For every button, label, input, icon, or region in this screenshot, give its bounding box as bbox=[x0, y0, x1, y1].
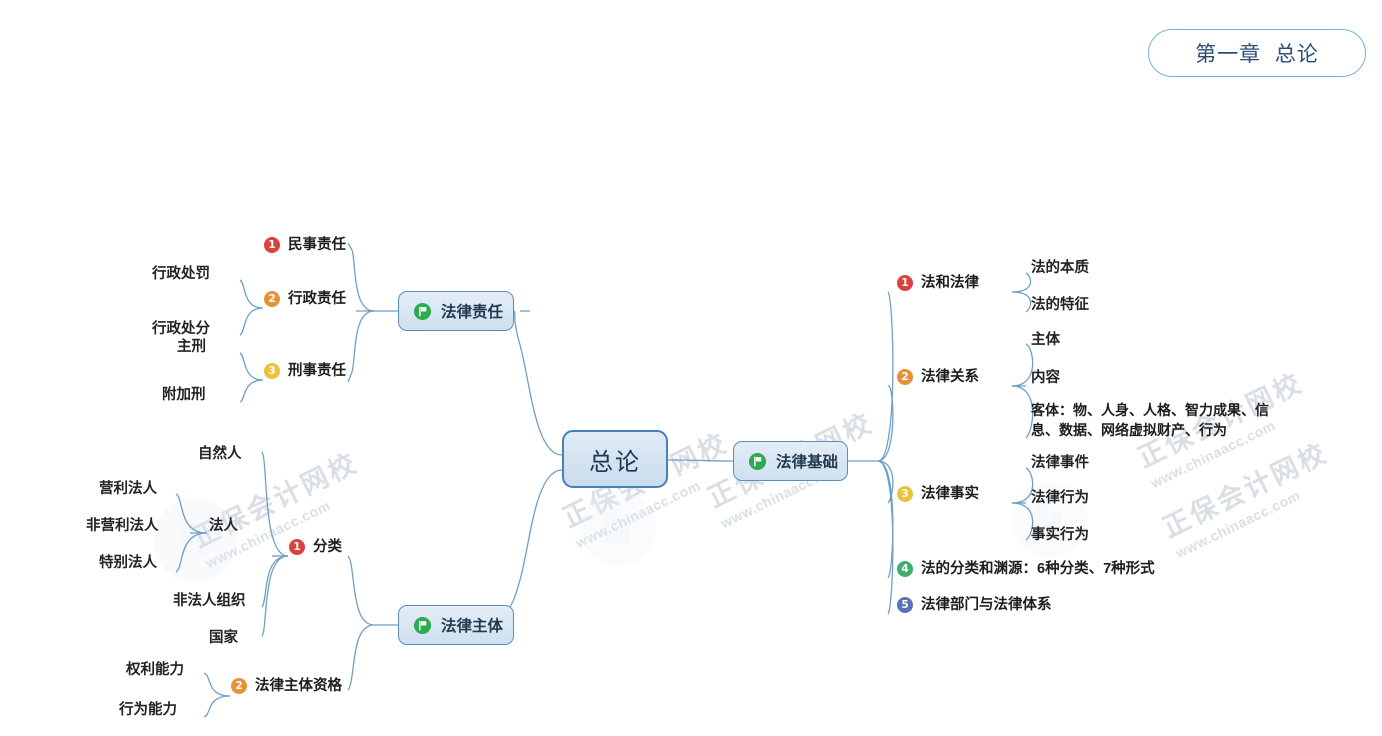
watermark-line1: 正保会计网校 bbox=[1158, 437, 1334, 544]
node-label: 法的分类和渊源：6种分类、7种形式 bbox=[921, 561, 1155, 577]
node-label: 法律关系 bbox=[921, 369, 979, 385]
node-legal-event[interactable]: 法律事件 bbox=[1031, 455, 1089, 471]
node-legal-fact[interactable]: 3 法律事实 bbox=[897, 482, 979, 503]
branch-node-label: 法律基础 bbox=[776, 454, 839, 471]
node-capacity-for-rights[interactable]: 权利能力 bbox=[126, 662, 184, 678]
badge-1: 1 bbox=[264, 237, 280, 253]
node-natural-person[interactable]: 自然人 bbox=[198, 446, 242, 462]
badge-2: 2 bbox=[231, 678, 247, 694]
node-relationship-object[interactable]: 客体：物、人身、人格、智力成果、信息、数据、网络虚拟财产、行为 bbox=[1031, 402, 1269, 439]
badge-4: 4 bbox=[897, 561, 913, 577]
branch-node-label: 法律主体 bbox=[441, 618, 504, 635]
badge-5: 5 bbox=[897, 597, 913, 613]
node-label: 民事责任 bbox=[288, 237, 346, 253]
watermark-logo-icon bbox=[153, 498, 237, 582]
green-flag-icon bbox=[413, 616, 432, 634]
node-for-profit-legal-person[interactable]: 营利法人 bbox=[99, 481, 157, 497]
node-label: 法律部门与法律体系 bbox=[921, 597, 1052, 613]
branch-node-legal-subject[interactable]: 法律主体 bbox=[398, 605, 514, 645]
chapter-title-pill: 第一章 总论 bbox=[1148, 29, 1366, 77]
badge-1: 1 bbox=[897, 275, 913, 291]
badge-2: 2 bbox=[897, 369, 913, 385]
node-essence-of-law[interactable]: 法的本质 bbox=[1031, 260, 1089, 276]
badge-3: 3 bbox=[897, 486, 913, 502]
node-label: 法律主体资格 bbox=[255, 678, 342, 694]
green-flag-icon bbox=[413, 302, 432, 320]
node-label: 刑事责任 bbox=[288, 363, 346, 379]
node-label: 法和法律 bbox=[921, 275, 979, 291]
node-legal-person[interactable]: 法人 bbox=[209, 518, 238, 534]
node-principal-punishment[interactable]: 主刑 bbox=[177, 339, 206, 355]
center-node-zonglun[interactable]: 总论 bbox=[562, 430, 668, 488]
node-administrative-penalty[interactable]: 行政处罚 bbox=[152, 266, 210, 282]
node-legal-subject-qualification[interactable]: 2 法律主体资格 bbox=[231, 674, 342, 695]
node-administrative-liability[interactable]: 2 行政责任 bbox=[264, 287, 346, 308]
chapter-title-text: 第一章 总论 bbox=[1195, 43, 1319, 66]
badge-2: 2 bbox=[264, 291, 280, 307]
node-relationship-subject[interactable]: 主体 bbox=[1031, 332, 1060, 348]
node-legal-act[interactable]: 法律行为 bbox=[1031, 490, 1089, 506]
watermark-logo-icon bbox=[580, 490, 656, 566]
node-classification[interactable]: 1 分类 bbox=[289, 535, 342, 556]
node-legal-relationship[interactable]: 2 法律关系 bbox=[897, 365, 979, 386]
node-relationship-content[interactable]: 内容 bbox=[1031, 370, 1060, 386]
green-flag-icon bbox=[748, 452, 767, 470]
badge-1: 1 bbox=[289, 539, 305, 555]
node-label: 分类 bbox=[313, 539, 342, 555]
node-state[interactable]: 国家 bbox=[209, 630, 238, 646]
node-legal-departments-and-system[interactable]: 5 法律部门与法律体系 bbox=[897, 593, 1052, 614]
branch-node-legal-responsibility[interactable]: 法律责任 bbox=[398, 291, 514, 331]
node-unincorporated-org[interactable]: 非法人组织 bbox=[173, 593, 246, 609]
node-special-legal-person[interactable]: 特别法人 bbox=[99, 555, 157, 571]
node-features-of-law[interactable]: 法的特征 bbox=[1031, 297, 1089, 313]
node-law-and-statute[interactable]: 1 法和法律 bbox=[897, 271, 979, 292]
node-civil-liability[interactable]: 1 民事责任 bbox=[264, 233, 346, 254]
badge-3: 3 bbox=[264, 363, 280, 379]
node-capacity-for-conduct[interactable]: 行为能力 bbox=[119, 702, 177, 718]
node-non-profit-legal-person[interactable]: 非营利法人 bbox=[86, 518, 159, 534]
branch-node-legal-basis[interactable]: 法律基础 bbox=[733, 441, 848, 481]
node-law-classification-and-sources[interactable]: 4 法的分类和渊源：6种分类、7种形式 bbox=[897, 557, 1155, 578]
node-label: 法律事实 bbox=[921, 486, 979, 502]
branch-node-label: 法律责任 bbox=[441, 304, 504, 321]
node-criminal-liability[interactable]: 3 刑事责任 bbox=[264, 359, 346, 380]
center-node-label: 总论 bbox=[589, 448, 641, 476]
node-factual-act[interactable]: 事实行为 bbox=[1031, 527, 1089, 543]
watermark: 正保会计网校 www.chinaacc.com bbox=[1155, 431, 1342, 561]
node-label: 行政责任 bbox=[288, 291, 346, 307]
watermark-line2: www.chinaacc.com bbox=[1172, 486, 1303, 562]
node-administrative-sanction[interactable]: 行政处分 bbox=[152, 321, 210, 337]
node-supplementary-punishment[interactable]: 附加刑 bbox=[162, 387, 206, 403]
